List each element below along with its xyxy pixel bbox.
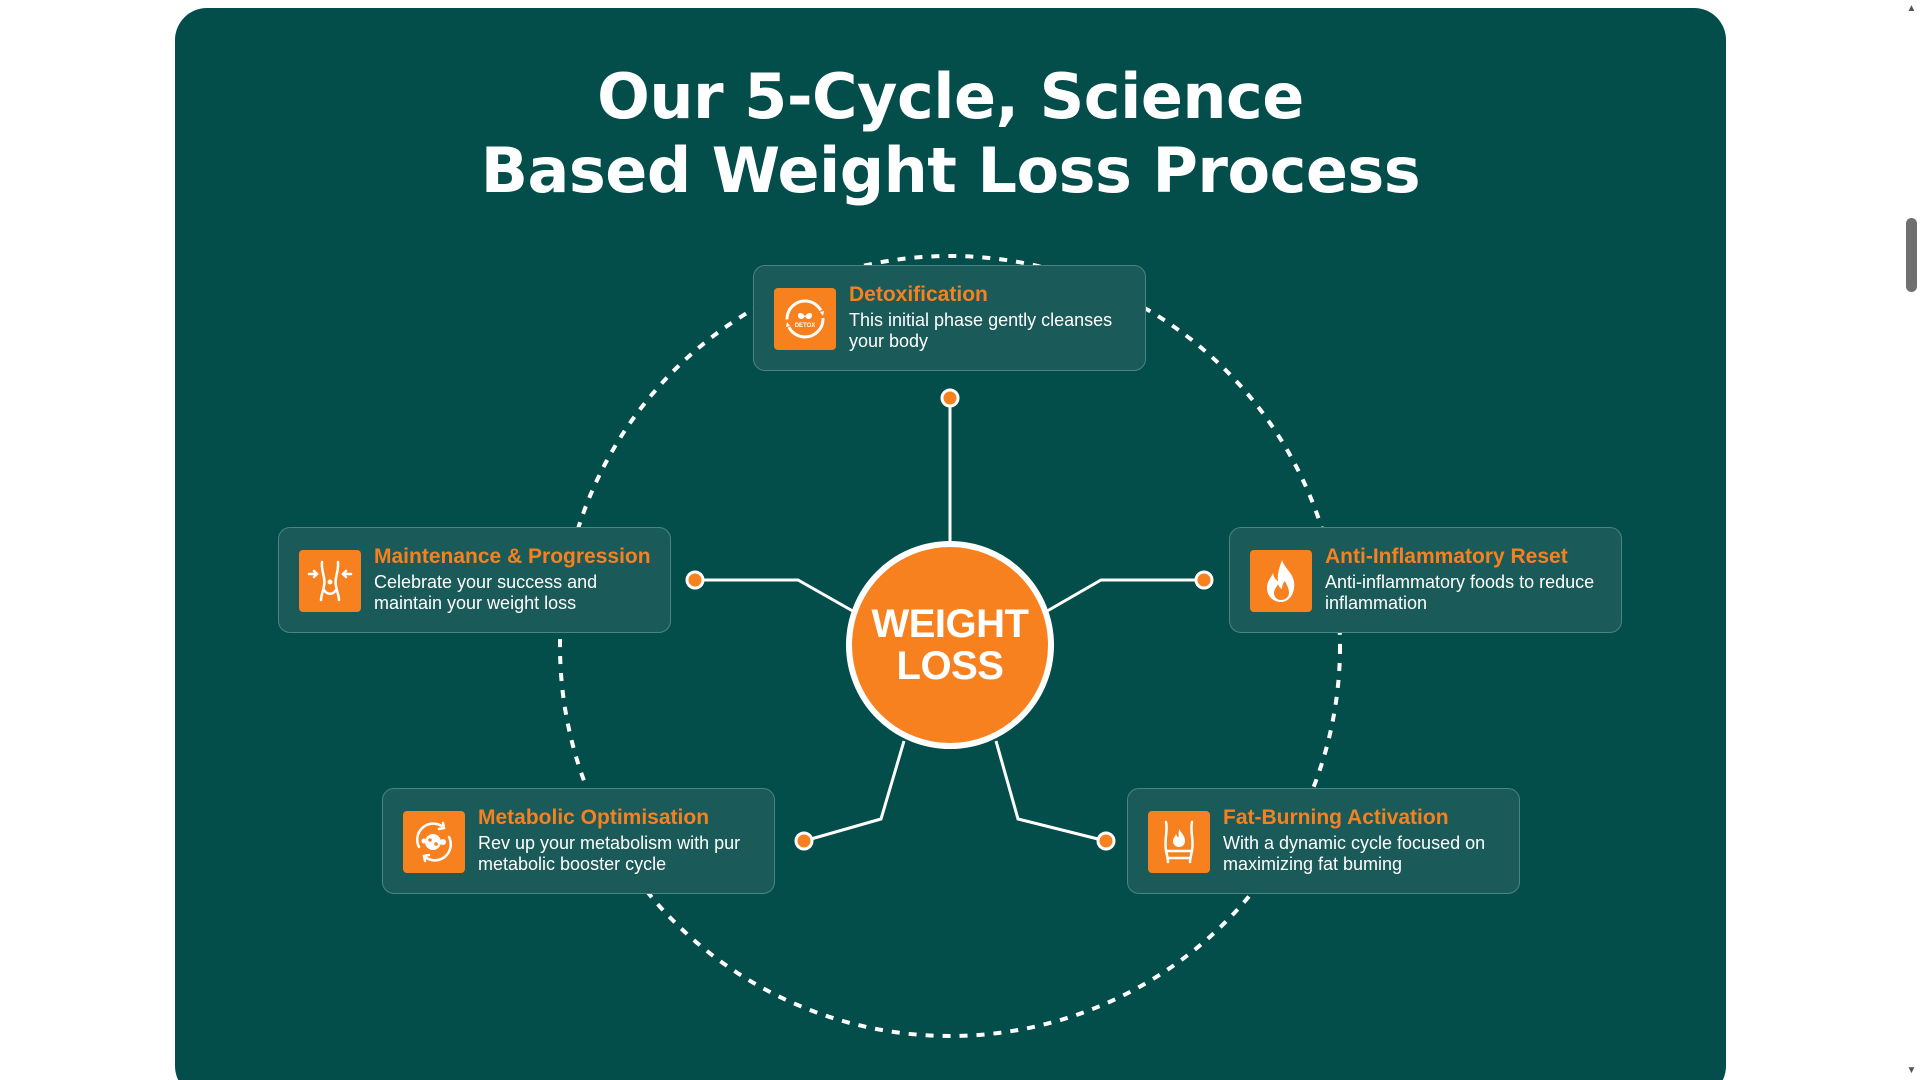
cycle-card-metabolic-optimisation: Metabolic Optimisation Rev up your metab… [382, 788, 775, 894]
svg-text:DETOX: DETOX [795, 323, 816, 329]
cycle-card-maintenance-progression: Maintenance & Progression Celebrate your… [278, 527, 671, 633]
detox-icon: DETOX [774, 288, 836, 350]
connector-lines [695, 398, 1204, 843]
scrollbar-track[interactable] [1903, 0, 1920, 1080]
cycle-dashed-ring [558, 254, 1342, 1038]
fat-burn-icon [1148, 811, 1210, 873]
flame-icon [1250, 550, 1312, 612]
cycle-description: This initial phase gently cleanses your … [849, 310, 1113, 351]
cycle-description: Anti-inflammatory foods to reduce inflam… [1325, 572, 1595, 613]
process-panel: Our 5-Cycle, Science Based Weight Loss P… [175, 8, 1726, 1080]
waist-icon [299, 550, 361, 612]
cycle-title: Anti-Inflammatory Reset [1325, 545, 1568, 568]
scroll-up-icon[interactable]: ▲ [1906, 3, 1917, 14]
title-line-1: Our 5-Cycle, Science [597, 60, 1304, 133]
cycle-description: Rev up your metabolism with pur metaboli… [478, 833, 741, 874]
cycle-card-anti-inflammatory-reset: Anti-Inflammatory Reset Anti-inflammator… [1229, 527, 1622, 633]
cycle-title: Fat-Burning Activation [1223, 806, 1449, 829]
hub-label-line-1: WEIGHT [871, 602, 1029, 646]
connector-dot-maintenance [685, 570, 705, 590]
connector-dots [685, 388, 1214, 851]
connector-dot-metabolic [794, 831, 814, 851]
hub-label-line-2: LOSS [896, 644, 1004, 688]
connector-dot-detox [940, 388, 960, 408]
cycle-description: Celebrate your success and maintain your… [374, 572, 598, 613]
title-line-2: Based Weight Loss Process [480, 134, 1421, 207]
connector-dot-fat-burning [1096, 831, 1116, 851]
scrollbar-thumb[interactable] [1906, 218, 1917, 292]
metabolism-icon [403, 811, 465, 873]
cycle-diagram [558, 254, 1342, 1038]
cycle-card-fat-burning-activation: Fat-Burning Activation With a dynamic cy… [1127, 788, 1520, 894]
cycle-title: Maintenance & Progression [374, 545, 651, 568]
cycle-description: With a dynamic cycle focused on maximizi… [1223, 833, 1486, 874]
weight-loss-hub: WEIGHT LOSS [846, 541, 1054, 749]
cycle-title: Metabolic Optimisation [478, 806, 710, 829]
cycle-title: Detoxification [849, 283, 988, 306]
connector-dot-anti-inflammatory [1194, 570, 1214, 590]
page-title: Our 5-Cycle, Science Based Weight Loss P… [175, 60, 1726, 208]
cycle-card-detoxification: DETOX Detoxification This initial phase … [753, 265, 1146, 371]
scroll-down-icon[interactable]: ▼ [1906, 1065, 1917, 1076]
